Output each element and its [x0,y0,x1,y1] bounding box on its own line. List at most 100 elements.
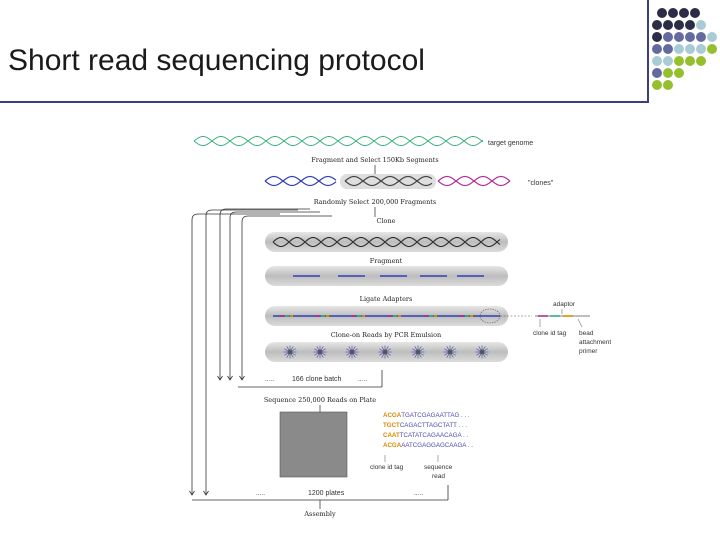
bead-spike [476,353,480,356]
step-assembly: Assembly [303,510,336,518]
emulsion-bead [317,349,323,355]
step-sequence: Sequence 250,000 Reads on Plate [264,396,376,404]
bead-spike [314,348,318,352]
decorative-dot [690,8,700,18]
decorative-dot [685,56,695,66]
bead-spike [321,346,324,350]
decorative-dot [674,56,684,66]
bead-spike [446,346,450,350]
label-clones: "clones" [528,180,554,187]
bead-spike [284,353,288,356]
emulsion-bead [287,349,293,355]
decorative-dot [668,8,678,18]
bead-spike [386,346,389,350]
step-clone: Clone [377,217,396,225]
read-tag: ACGA [383,412,402,419]
adaptor-zoom-detail [535,309,590,328]
clones-helix-row [264,174,511,189]
emulsion-bead [447,349,453,355]
decorative-dot [685,20,695,30]
decorative-dot [657,8,667,18]
read-connector-lines [384,455,439,462]
read-tag: ACGA [383,442,402,449]
clone-blue-strand-b [264,175,337,187]
step-ligate: Ligate Adapters [360,295,413,303]
bead-spike [476,348,480,352]
step-clone-reads: Clone-on Reads by PCR Emulsion [331,331,441,339]
emulsion-bead [479,349,485,355]
decorative-dot [652,68,662,78]
plates-ellipsis-left: ..... [256,490,265,497]
bead-spike [292,348,296,352]
decorative-dot [685,44,695,54]
bead-spike [484,348,488,352]
bead-spike [322,348,326,352]
decorative-dot [663,20,673,30]
clone-blue-strand-a [264,175,337,187]
bead-spike [381,346,385,350]
label-target-genome: target genome [488,140,533,147]
bead-spike [379,353,383,356]
bead-spike [291,354,294,358]
bead-spike [353,346,356,350]
decorative-dot [663,80,673,90]
bead-spike [444,353,448,356]
bead-spike [316,354,320,358]
bead-spike [314,353,318,356]
label-plates: 1200 plates [308,490,345,497]
decorative-dot [696,44,706,54]
read-tag: TGCT [383,422,400,429]
bead-spike [354,348,358,352]
feedback-line [205,209,298,495]
feedback-arrowhead [239,375,245,381]
decorative-dot [663,68,673,78]
decorative-dot [685,32,695,42]
panel1-strand-a [272,236,501,248]
sequence-read-line: ACGAAATCGAGGAGCAAGA . . [383,442,473,449]
bead-spike [452,353,456,356]
decorative-dot [652,20,662,30]
feedback-arrowhead [217,375,223,381]
label-clone-id-tag-2: clone id tag [370,464,404,471]
decorative-dot-grid [652,6,720,102]
step-fragment: Fragment [370,257,403,265]
decorative-dot [663,56,673,66]
sequence-read-line: TGCTCAGACTTAGCTATT . . . [383,422,467,429]
decorative-dot [707,32,717,42]
bead-spike [446,354,450,358]
decorative-dot [674,20,684,30]
bead-spike [316,346,320,350]
bead-spike [419,354,422,358]
read-seq: AATCGAGGAGCAAGA . . [401,442,473,449]
sequencing-plate [279,411,348,478]
bead-spike [286,354,290,358]
decorative-dot [674,68,684,78]
feedback-line [191,213,280,495]
step-fragment-select: Fragment and Select 150Kb Segments [311,156,438,164]
decorative-dot [696,56,706,66]
bead-spike [286,346,290,350]
label-clone-id-tag: clone id tag [533,330,567,337]
bead-spike [292,353,296,356]
feedback-arrowhead [189,490,195,496]
read-seq: TCATATCAGAACAGA . . [400,432,469,439]
read-seq: CAGACTTAGCTATT . . . [400,422,468,429]
bead-spike [412,348,416,352]
feedback-line [229,211,320,380]
label-adaptor: adaptor [553,301,576,308]
bead-spike [346,353,350,356]
bead-spike [412,353,416,356]
decorative-dot [663,32,673,42]
decorative-dot [674,44,684,54]
bead-spike [420,353,424,356]
clone-magenta-strand-b [437,175,511,187]
clone-grey-strand-a [344,175,433,187]
bead-spike [379,348,383,352]
feedback-lines [189,208,332,496]
bead-spike [354,353,358,356]
bead-spike [478,354,482,358]
bead-spike [387,353,391,356]
bead-spike [348,354,352,358]
